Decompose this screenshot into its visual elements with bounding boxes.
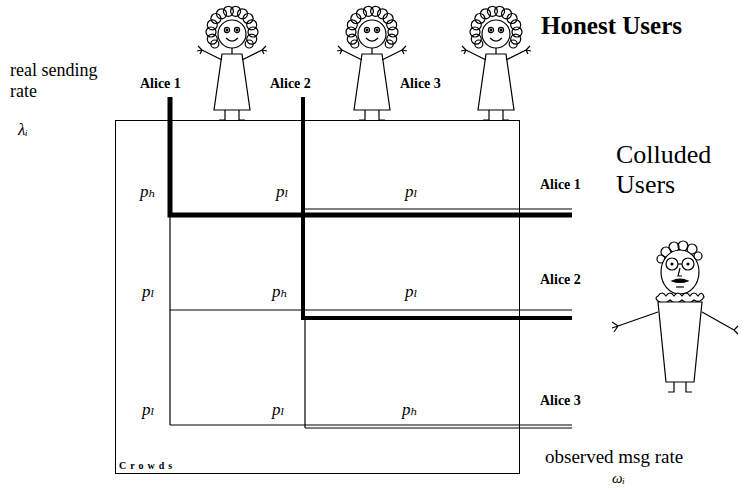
- probability-label: pₕ: [402, 400, 418, 420]
- probability-label: pₗ: [405, 282, 418, 302]
- math-symbol: ωᵢ: [612, 470, 625, 487]
- crowds-box: Crowds: [115, 120, 520, 474]
- probability-label: pₗ: [405, 182, 418, 202]
- axis-label: observed msg rate: [545, 446, 683, 468]
- probability-label: pₗ: [142, 282, 155, 302]
- probability-label: pₕ: [140, 182, 156, 202]
- user-label: Alice 2: [540, 272, 581, 288]
- user-label: Alice 2: [270, 76, 311, 92]
- user-label: Alice 1: [540, 177, 581, 193]
- box-title: Crowds: [119, 460, 176, 471]
- math-symbol: λᵢ: [18, 120, 28, 140]
- crowds-routing-lines: [170, 97, 572, 428]
- probability-label: pₗ: [276, 182, 289, 202]
- user-label: Alice 1: [140, 76, 181, 92]
- user-label: Alice 3: [400, 76, 441, 92]
- probability-label: pₕ: [272, 282, 288, 302]
- axis-label: real sending rate: [10, 60, 110, 101]
- group-title: Colluded Users: [616, 140, 738, 200]
- honest-user-figures: [197, 6, 531, 120]
- user-label: Alice 3: [540, 393, 581, 409]
- probability-label: pₗ: [142, 400, 155, 420]
- colluded-user-figure: [612, 241, 738, 392]
- group-title: Honest Users: [541, 12, 682, 41]
- probability-label: pₗ: [272, 400, 285, 420]
